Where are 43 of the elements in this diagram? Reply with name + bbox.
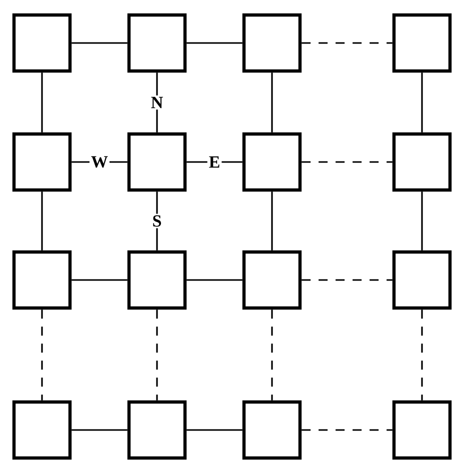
square-box bbox=[392, 13, 452, 73]
edge-label: W bbox=[90, 154, 110, 170]
connector-line bbox=[72, 42, 128, 44]
connector-line bbox=[156, 72, 158, 132]
edge-label: N bbox=[149, 95, 165, 110]
square-box bbox=[242, 132, 302, 192]
connector-line bbox=[302, 279, 392, 281]
connector-line bbox=[271, 310, 273, 400]
connector-line bbox=[271, 72, 273, 132]
connector-line bbox=[156, 192, 158, 250]
square-box bbox=[242, 250, 302, 310]
connector-line bbox=[186, 279, 242, 281]
square-box bbox=[127, 132, 187, 192]
connector-line bbox=[72, 279, 128, 281]
connector-line bbox=[302, 161, 392, 163]
square-box bbox=[242, 13, 302, 73]
connector-line bbox=[72, 429, 128, 431]
square-box bbox=[12, 400, 72, 460]
connector-line bbox=[41, 310, 43, 400]
connector-line bbox=[186, 429, 242, 431]
square-box bbox=[392, 400, 452, 460]
connector-line bbox=[421, 192, 423, 250]
square-box bbox=[242, 400, 302, 460]
connector-line bbox=[421, 310, 423, 400]
edge-label: S bbox=[150, 214, 164, 228]
connector-line bbox=[186, 42, 242, 44]
square-box bbox=[127, 250, 187, 310]
square-box bbox=[12, 13, 72, 73]
edge-label: E bbox=[207, 154, 222, 170]
connector-line bbox=[156, 310, 158, 400]
square-box bbox=[12, 250, 72, 310]
connector-line bbox=[302, 429, 392, 431]
connector-line bbox=[302, 42, 392, 44]
square-box bbox=[392, 132, 452, 192]
connector-line bbox=[41, 192, 43, 250]
connector-line bbox=[186, 161, 242, 163]
square-box bbox=[127, 400, 187, 460]
connector-line bbox=[271, 192, 273, 250]
square-box bbox=[127, 13, 187, 73]
connector-line bbox=[421, 72, 423, 132]
connector-line bbox=[41, 72, 43, 132]
square-box bbox=[12, 132, 72, 192]
square-box bbox=[392, 250, 452, 310]
